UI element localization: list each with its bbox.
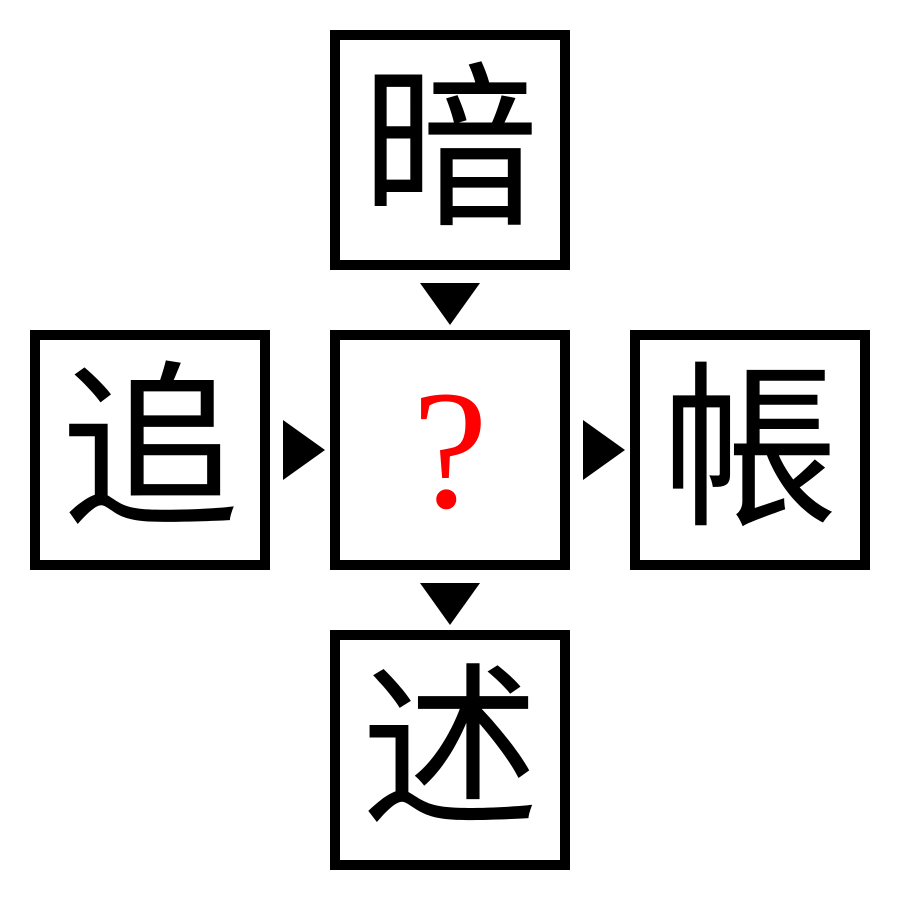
question-mark: ? [412,356,488,544]
tile-bottom: 述 [330,630,570,870]
tile-right: 帳 [630,330,870,570]
triangle-right-icon [283,420,325,480]
kanji-left: 追 [61,346,239,553]
triangle-right-icon [583,420,625,480]
tile-left: 追 [30,330,270,570]
triangle-down-icon [420,583,480,625]
answer-tile[interactable]: ? [330,330,570,570]
kanji-right: 帳 [661,346,839,553]
kanji-top: 暗 [361,46,539,253]
kanji-bottom: 述 [361,646,539,853]
tile-top: 暗 [330,30,570,270]
triangle-down-icon [420,283,480,325]
